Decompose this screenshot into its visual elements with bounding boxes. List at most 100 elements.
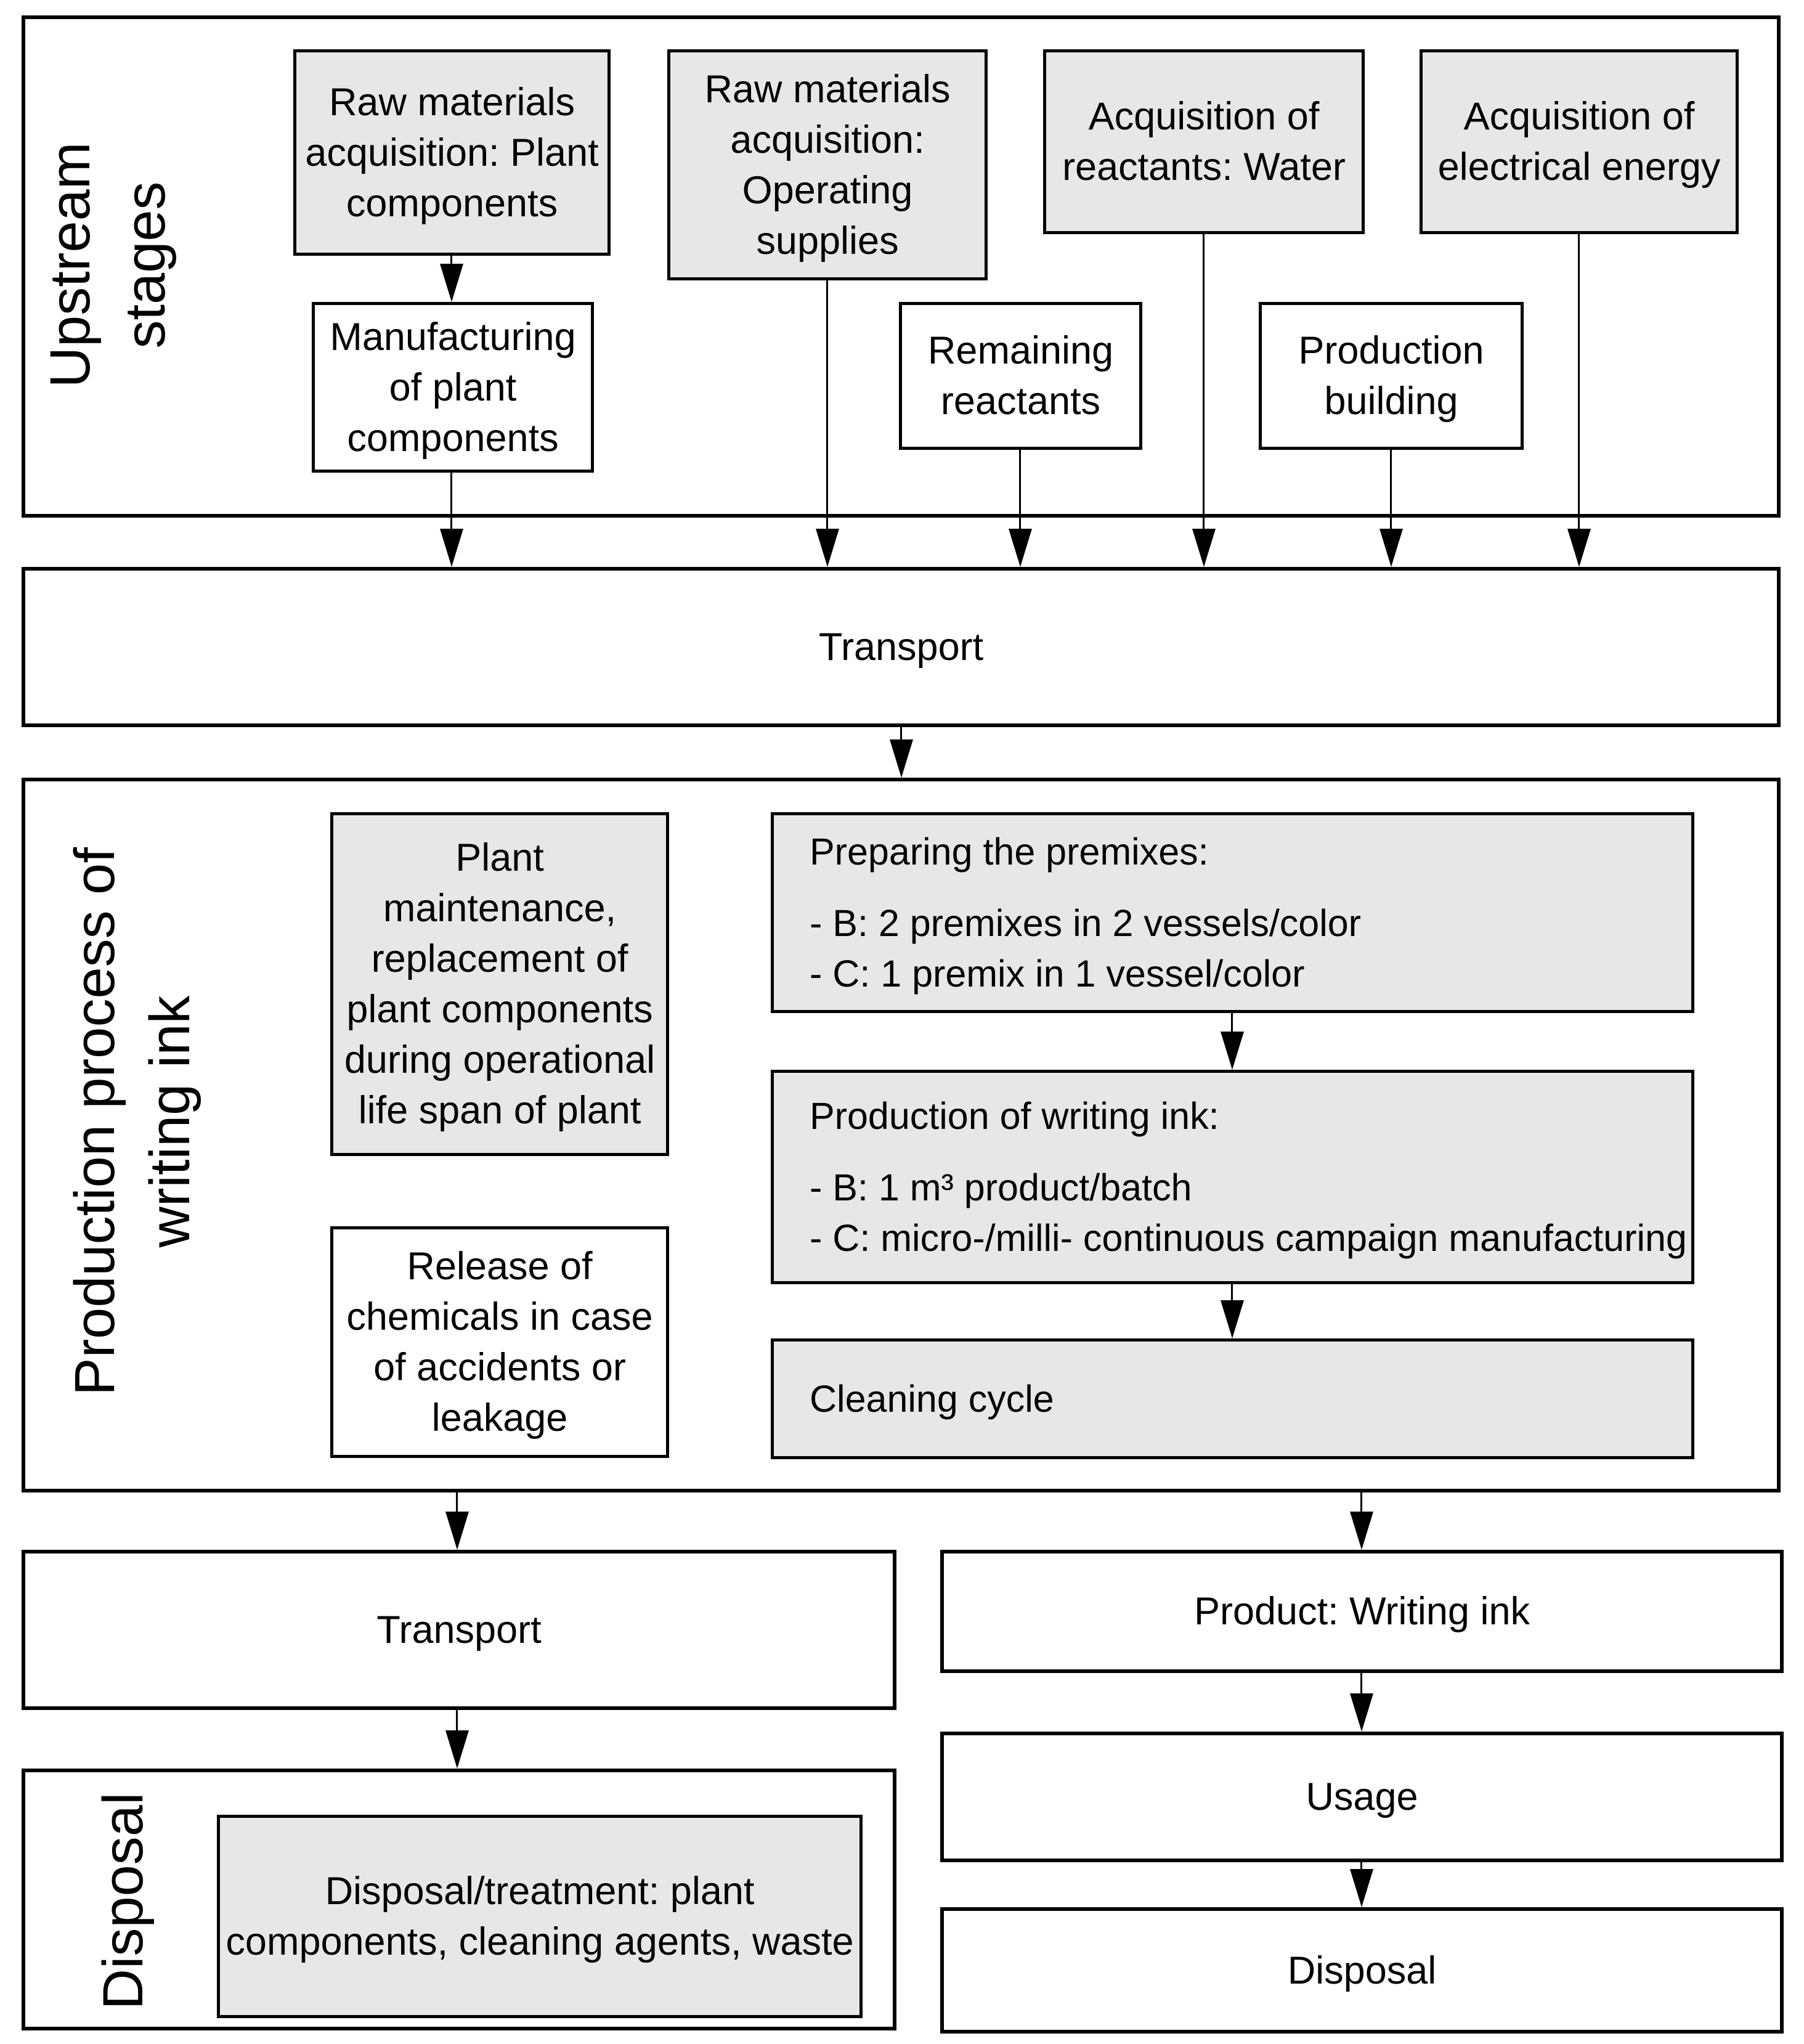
disposal-label-line: Disposal [92,1792,155,2010]
box-title-line: Preparing the premixes: [810,831,1209,873]
box-text-line: replacement of [371,937,628,980]
box-raw-materials-operating-supplies: Raw materials acquisition: Operating sup… [667,49,988,280]
arrowhead-icon [816,529,839,567]
arrowhead-icon [1567,529,1591,567]
arrow-line-energy-to-transport [1578,233,1580,530]
arrow-line-premixes-to-ink [1231,1013,1233,1033]
box-acquisition-electrical-energy: Acquisition of electrical energy [1420,49,1739,234]
box-plant-maintenance: Plant maintenance, replacement of plant … [330,812,669,1156]
box-text-line: life span of plant [358,1089,641,1132]
arrow-line-usage-to-disposal [1360,1862,1362,1870]
box-text-line: Manufacturing [330,315,576,359]
upstream-section-label: Upstream stages [28,12,188,518]
upstream-section-frame [22,15,1781,518]
box-remaining-reactants: Remaining reactants [899,302,1142,450]
box-text-line: Operating [742,168,913,212]
upstream-label-line: Upstream [39,142,102,388]
arrowhead-icon [440,264,463,302]
box-text-line: Disposal [1287,1948,1437,1992]
box-raw-materials-plant-components: Raw materials acquisition: Plant compone… [293,49,611,256]
box-text-line: Release of [407,1245,593,1288]
box-disposal-treatment: Disposal/treatment: plant components, cl… [217,1815,863,2018]
box-text-line: Product: Writing ink [1193,1590,1530,1633]
arrow-line-production-to-transport2 [456,1492,458,1513]
upstream-label-line: stages [114,181,177,349]
arrow-line-water-to-transport [1203,233,1205,530]
box-text-line: components [346,181,558,225]
box-text-line: electrical energy [1437,145,1721,189]
arrowhead-icon [445,1512,469,1550]
box-text-line: Plant [455,836,544,879]
box-bullet-line: - B: 2 premixes in 2 vessels/color [810,902,1361,944]
box-text-line: acquisition: [730,118,925,161]
arrow-line-production-to-product [1360,1492,1362,1513]
box-text-line: Usage [1306,1775,1418,1818]
box-text-line: Raw materials [704,67,951,111]
arrowhead-icon [445,1730,469,1769]
arrowhead-icon [1221,1032,1244,1070]
production-section-label: Production process of writing ink [52,820,213,1423]
production-label-line: writing ink [139,995,201,1248]
box-text-line: components [347,416,559,460]
arrow-line-manufacturing-to-transport [450,471,452,530]
disposal-section-frame [22,1769,896,2030]
box-title-line: Cleaning cycle [810,1378,1054,1420]
box-text-line: Acquisition of [1463,95,1695,138]
box-text-line: Disposal/treatment: plant [325,1870,755,1913]
box-text-line: Acquisition of [1088,95,1320,138]
arrowhead-icon [1350,1512,1373,1550]
arrowhead-icon [1350,1693,1373,1732]
box-text-line: of plant [389,365,517,409]
box-production-building: Production building [1259,302,1524,450]
box-bullet-line: - C: 1 premix in 1 vessel/color [810,953,1305,995]
arrow-line-reactants-to-transport [1019,449,1021,530]
box-text-line: chemicals in case [346,1295,653,1338]
production-label-line: Production process of [63,847,126,1396]
box-text-line: maintenance, [383,887,617,930]
box-production-of-writing-ink: Production of writing ink: - B: 1 m³ pro… [771,1070,1694,1284]
box-usage: Usage [940,1732,1784,1862]
arrow-line-transport2-to-disposal [456,1710,458,1732]
arrow-line-building-to-transport [1390,449,1392,530]
box-manufacturing-plant-components: Manufacturing of plant components [312,302,594,473]
arrowhead-icon [1350,1869,1373,1907]
box-text-line: supplies [756,219,899,263]
box-text-line: components, cleaning agents, waste [226,1920,854,1963]
disposal-section-label: Disposal [83,1759,163,2043]
box-text-line: leakage [431,1396,568,1439]
arrowhead-icon [440,529,463,567]
box-text-line: acquisition: Plant [305,131,599,174]
arrowhead-icon [1221,1300,1244,1338]
box-text-line: during operational [344,1038,656,1081]
arrow-line-product-to-usage [1360,1673,1362,1695]
arrow-line-transport-to-production [900,727,902,741]
box-release-of-chemicals: Release of chemicals in case of accident… [330,1226,669,1458]
box-text-line: building [1324,380,1458,423]
box-acquisition-reactants-water: Acquisition of reactants: Water [1043,49,1365,234]
box-text-line: reactants: Water [1062,145,1346,189]
box-transport-bottom: Transport [22,1550,896,1710]
box-bullet-line: - C: micro-/milli- continuous campaign m… [810,1217,1687,1259]
box-product-writing-ink: Product: Writing ink [940,1550,1784,1673]
box-text-line: of accidents or [373,1346,626,1389]
box-text-line: reactants [940,380,1101,423]
box-disposal-final: Disposal [940,1907,1784,2034]
box-preparing-premixes: Preparing the premixes: - B: 2 premixes … [771,812,1694,1013]
box-transport-top: Transport [22,567,1781,727]
arrow-line-ink-to-cleaning [1231,1284,1233,1301]
arrowhead-icon [890,739,913,778]
box-text-line: plant components [346,988,653,1031]
arrowhead-icon [1009,529,1032,567]
box-text-line: Remaining [927,329,1114,372]
production-section-frame [22,778,1781,1492]
box-text-line: Transport [818,625,984,669]
arrow-line-raw-to-manufacturing [450,256,452,265]
arrow-line-supplies-to-transport [826,279,828,530]
arrowhead-icon [1192,529,1216,567]
box-text-line: Raw materials [328,80,575,124]
box-bullet-line: - B: 1 m³ product/batch [810,1167,1192,1208]
box-text-line: Production [1298,329,1484,372]
box-text-line: Transport [376,1608,542,1651]
box-title-line: Production of writing ink: [810,1095,1219,1137]
